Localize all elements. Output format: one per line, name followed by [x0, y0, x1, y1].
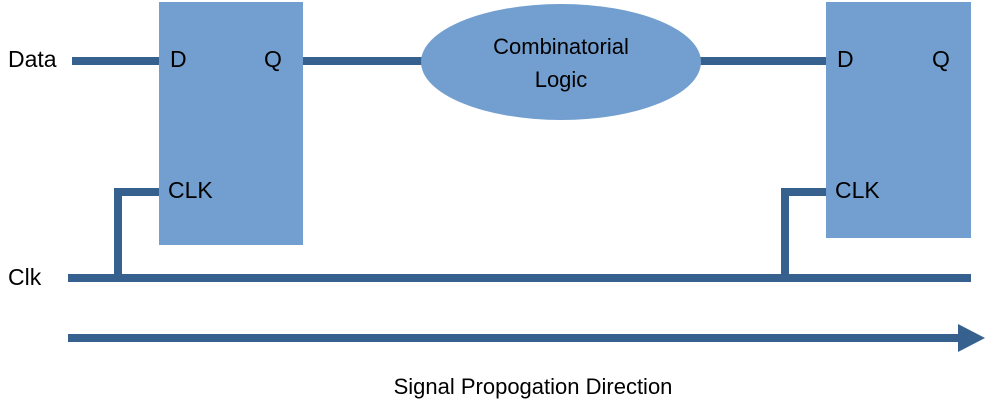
propagation-arrow-head	[958, 324, 985, 352]
wire-q1-to-logic	[300, 57, 425, 65]
left-flip-flop-block	[159, 2, 303, 245]
right-flip-flop-d-label: D	[837, 46, 854, 72]
wire-clk-riser-right	[781, 188, 789, 282]
wire-clk-riser-left	[114, 188, 122, 282]
data-signal-label: Data	[8, 46, 57, 72]
wire-clk-stub-right	[781, 188, 831, 196]
left-flip-flop-clk-label: CLK	[168, 177, 213, 203]
right-flip-flop-clk-label: CLK	[835, 177, 880, 203]
right-flip-flop-q-label: Q	[932, 46, 950, 72]
left-flip-flop-q-label: Q	[264, 46, 282, 72]
wire-clk-stub-left	[114, 188, 164, 196]
combinatorial-logic-label-line1: Combinatorial	[493, 34, 629, 59]
combinatorial-logic-ellipse	[421, 4, 701, 120]
wire-clock-bus	[68, 274, 971, 282]
combinatorial-logic-label-line2: Logic	[535, 67, 588, 92]
propagation-arrow-shaft	[68, 334, 977, 342]
left-flip-flop-d-label: D	[170, 46, 187, 72]
propagation-caption: Signal Propogation Direction	[394, 374, 673, 399]
right-flip-flop-block	[826, 2, 971, 238]
clock-signal-label: Clk	[8, 264, 42, 290]
wire-logic-to-d2	[697, 57, 829, 65]
wire-data-to-d1	[72, 57, 164, 65]
